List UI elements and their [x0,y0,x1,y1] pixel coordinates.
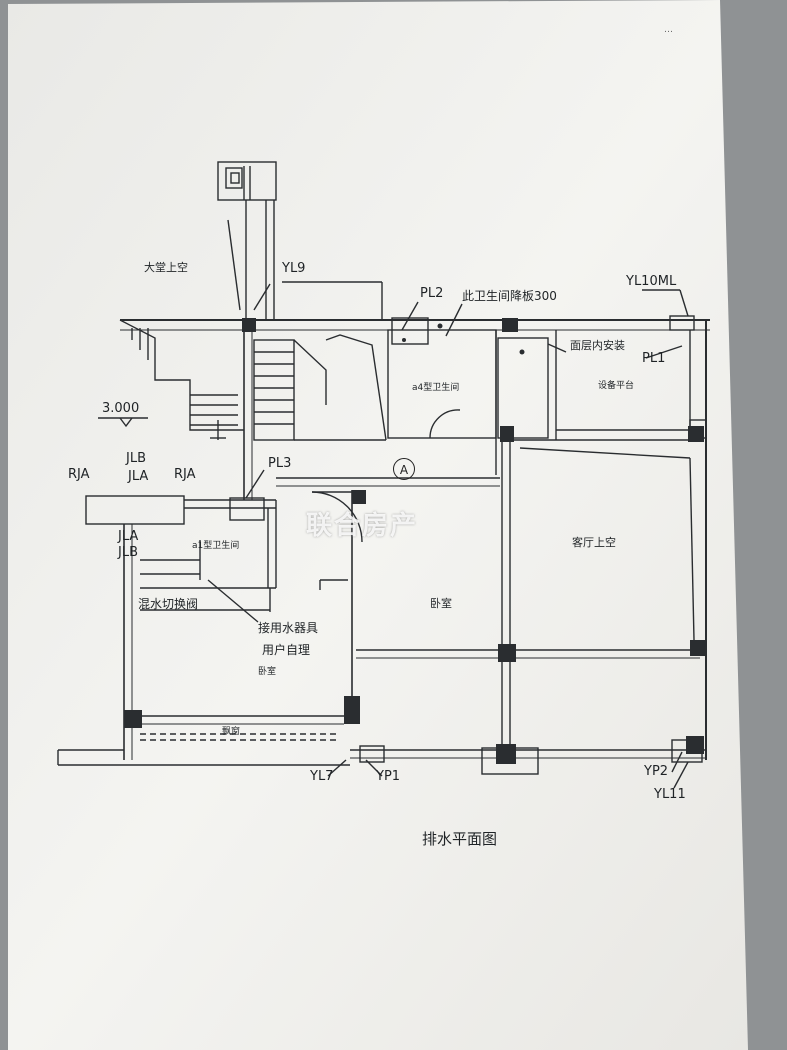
room-bathroom-a4: a4型卫生间 [412,383,460,393]
axis-marker: A [393,458,415,480]
code-rja-right: RJA [174,467,196,482]
shaft-top [217,161,277,201]
room-bay-window: 飘窗 [222,727,241,737]
note-slab-drop: 此卫生间降板300 [462,289,557,303]
elevation-label: 3.000 [102,401,140,416]
room-bedroom-left: 卧室 [258,667,277,677]
paper-sheet [8,0,748,1050]
code-yl7: YL7 [310,769,334,784]
code-yl11: YL11 [654,787,686,802]
note-user-managed: 用户自理 [262,643,311,657]
code-yp1: YP1 [376,769,401,784]
code-jla-top: JLA [128,469,149,484]
room-living-void: 客厅上空 [572,536,616,549]
room-bedroom-center: 卧室 [430,597,452,610]
code-jlb-bottom: JLB [118,545,138,560]
code-rja-left: RJA [68,467,90,482]
code-jlb-top: JLB [126,451,146,466]
room-atrium: 大堂上空 [144,261,188,274]
note-surface-install: 面层内安装 [570,339,625,352]
code-pl2: PL2 [420,286,444,301]
code-yp2: YP2 [644,764,669,779]
room-equipment-platform: 设备平台 [598,381,635,391]
room-bathroom-a1: a1型卫生间 [192,541,240,551]
note-mixed-valve: 混水切换阀 [138,597,199,611]
note-fixtures: 接用水器具 [258,621,319,635]
corner-mark: … [664,25,673,35]
code-jla-bottom: JLA [118,529,139,544]
code-pl1: PL1 [642,351,666,366]
watermark-text: 联合房产 [306,511,419,541]
code-pl3: PL3 [268,456,292,471]
drawing-title: 排水平面图 [422,830,498,848]
code-yl9: YL9 [282,261,306,276]
code-yl10ml: YL10ML [626,274,677,289]
